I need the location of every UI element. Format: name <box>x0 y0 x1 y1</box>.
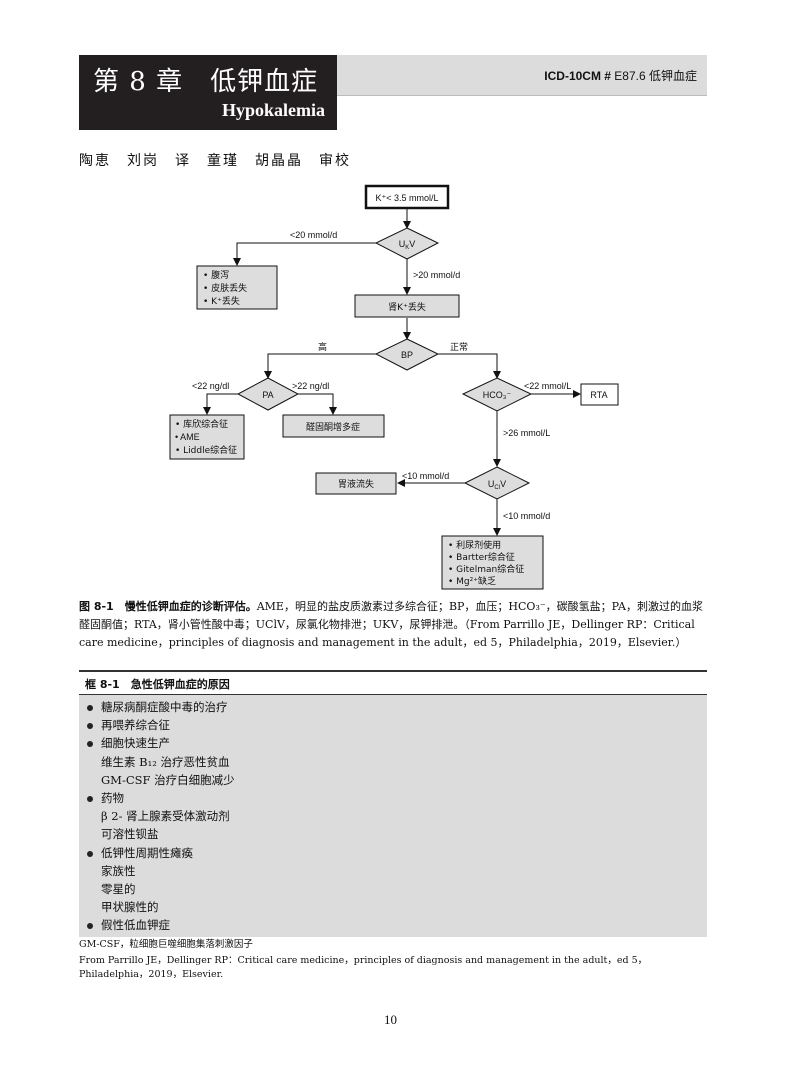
box-list-item: 维生素 B₁₂ 治疗恶性贫血 <box>101 754 230 769</box>
box-list-item: 低钾性周期性瘫痪 <box>101 845 193 860</box>
gastric-box: 胃液流失 <box>315 472 397 495</box>
lt20-label: <20 mmol/d <box>290 230 337 240</box>
box-title-bar: 框 8-1 急性低钾血症的原因 <box>79 672 707 695</box>
bullet-icon <box>87 850 93 857</box>
lt10b-label: <10 mmol/d <box>503 511 550 521</box>
box-list-item: 再喂养综合征 <box>101 718 170 733</box>
ukv-label: UKV <box>399 239 416 251</box>
bullet-icon <box>87 923 93 930</box>
icd-code-bar: ICD-10CM # E87.6 低钾血症 <box>337 55 707 95</box>
pa-decision: PA <box>236 377 300 411</box>
cause-item: • Gitelman综合征 <box>448 563 524 575</box>
aldo-label: 醛固酮增多症 <box>306 421 360 433</box>
gt20-label: >20 mmol/d <box>413 270 460 280</box>
bullet-icon <box>87 723 93 730</box>
box-list-item: 甲状腺性的 <box>101 900 159 915</box>
start-label: K⁺< 3.5 mmol/L <box>375 193 438 203</box>
diagnostic-flowchart: K⁺< 3.5 mmol/L UKV <20 mmol/d >20 mmol/d… <box>169 184 619 590</box>
box-list-item: 可溶性钡盐 <box>101 827 159 842</box>
cause-item: • 利尿剂使用 <box>448 539 501 551</box>
aldo-box: 醛固酮增多症 <box>282 414 385 438</box>
page-number: 10 <box>384 1012 397 1027</box>
box-title: 框 8-1 急性低钾血症的原因 <box>85 678 230 691</box>
box-list-item: 家族性 <box>101 863 136 878</box>
uclv-label: UClV <box>488 479 506 491</box>
start-node: K⁺< 3.5 mmol/L <box>364 184 450 210</box>
renal-loss-box: 肾K⁺丢失 <box>354 294 460 318</box>
chapter-header-box: 第 8 章 低钾血症 Hypokalemia <box>79 55 337 130</box>
icd-code-desc: E87.6 低钾血症 <box>610 69 697 83</box>
bullet-icon <box>87 741 93 748</box>
footnote-source: From Parrillo JE，Dellinger RP：Critical c… <box>79 955 648 980</box>
header-rule <box>337 95 707 96</box>
syndromes-box: • 库欣综合征 • AME • Liddle综合征 <box>169 414 245 460</box>
figure-caption: 图 8-1 慢性低钾血症的诊断评估。AME，明显的盐皮质激素过多综合征；BP，血… <box>79 598 709 652</box>
cause-item: • Bartter综合征 <box>448 551 515 563</box>
hco3-decision: HCO₃⁻ <box>461 377 533 412</box>
gt26-label: >26 mmol/L <box>503 428 550 438</box>
lt10a-label: <10 mmol/d <box>402 471 449 481</box>
footnote-abbrev: GM-CSF，粒细胞巨噬细胞集落刺激因子 <box>79 939 253 950</box>
uclv-decision: UClV <box>463 466 531 500</box>
box-list-item: 糖尿病酮症酸中毒的治疗 <box>101 700 228 714</box>
hco3-label: HCO₃⁻ <box>483 390 512 400</box>
icd-code-label: ICD-10CM # <box>544 69 611 83</box>
high-label: 高 <box>318 341 327 353</box>
rta-box: RTA <box>580 383 619 406</box>
lt22-label: <22 ng/dl <box>192 381 229 391</box>
gi-loss-item: • 腹泻 <box>203 269 229 281</box>
chapter-title: 第 8 章 低钾血症 <box>93 67 319 97</box>
gi-loss-item: • 皮肤丢失 <box>203 282 247 294</box>
chapter-subtitle: Hypokalemia <box>221 100 325 120</box>
cause-item: • Mg²⁺缺乏 <box>448 575 496 587</box>
renal-loss-label: 肾K⁺丢失 <box>388 301 426 313</box>
box-list-item: GM-CSF 治疗白细胞减少 <box>101 772 235 787</box>
syndrome-item: • AME <box>175 432 200 442</box>
box-body: 糖尿病酮症酸中毒的治疗再喂养综合征细胞快速生产维生素 B₁₂ 治疗恶性贫血 GM-… <box>79 695 707 937</box>
gastric-label: 胃液流失 <box>338 478 374 490</box>
gi-loss-item: • K⁺丢失 <box>203 295 240 307</box>
caption-label: 图 8-1 慢性低钾血症的诊断评估。 <box>79 600 257 613</box>
box-list-item: β 2- 肾上腺素受体激动剂 <box>101 809 230 824</box>
lt22mmol-label: <22 mmol/L <box>524 381 571 391</box>
normal-label: 正常 <box>450 341 468 353</box>
box-list-item: 假性低血钾症 <box>101 918 170 933</box>
causes-box: • 利尿剂使用 • Bartter综合征 • Gitelman综合征 • Mg²… <box>441 535 544 590</box>
authors-line: 陶恵 刘岗 译 童瑾 胡晶晶 审校 <box>79 153 351 169</box>
ukv-decision: UKV <box>374 227 440 260</box>
box-top-rule <box>79 670 707 672</box>
box-list-item: 药物 <box>101 791 124 805</box>
bullet-icon <box>87 796 93 802</box>
caption-text: AME，明显的盐皮质激素过多综合征；BP，血压；HCO₃⁻，碳酸氢盐；PA，刺激… <box>79 600 704 649</box>
gt22-label: >22 ng/dl <box>292 381 329 391</box>
bullet-icon <box>87 705 93 711</box>
bp-label: BP <box>401 350 413 360</box>
icd-code-text: ICD-10CM # E87.6 低钾血症 <box>544 67 697 84</box>
gi-loss-box: • 腹泻 • 皮肤丢失 • K⁺丢失 <box>196 265 278 310</box>
syndrome-item: • 库欣综合征 <box>175 418 228 430</box>
rta-label: RTA <box>590 390 607 400</box>
syndrome-item: • Liddle综合征 <box>175 444 237 456</box>
pa-label: PA <box>262 390 273 400</box>
box-list-item: 零星的 <box>101 882 136 896</box>
bp-decision: BP <box>374 338 440 371</box>
box-list-item: 细胞快速生产 <box>101 736 170 751</box>
